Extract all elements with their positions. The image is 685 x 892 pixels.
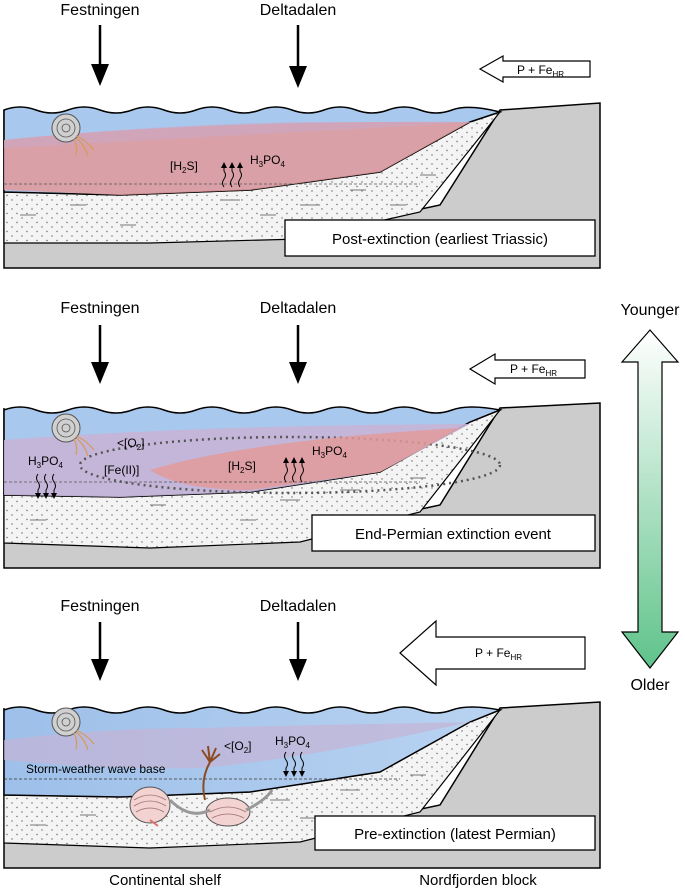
site-label-deltadalen: Deltadalen (260, 300, 337, 317)
mixing-zone (4, 122, 480, 148)
panel-extinction-event: Festningen Deltadalen P + FeHR <[O2] H3P… (3, 300, 601, 569)
svg-text:P + FeHR: P + FeHR (475, 646, 522, 662)
younger-label: Younger (620, 302, 680, 319)
stage-label-bottom: Pre-extinction (latest Permian) (354, 826, 556, 843)
oxygen-label: <[O2] (224, 739, 251, 755)
down-arrow-icon (91, 622, 109, 681)
continental-shelf-label: Continental shelf (109, 872, 222, 889)
fe-ii-boundary (78, 435, 502, 495)
panel-post-extinction: Festningen Deltadalen P + FeHR [H2S] (3, 2, 601, 269)
svg-text:P + FeHR: P + FeHR (517, 63, 564, 79)
site-label-festningen: Festningen (60, 2, 139, 19)
stage-box (314, 815, 596, 851)
down-arrow-icon (91, 325, 109, 384)
sediment-laminae (30, 774, 426, 826)
crinoid-icon (201, 745, 221, 801)
down-arrow-icon (91, 25, 109, 86)
sediment-laminae (30, 477, 426, 521)
downward-burial-arrows (35, 473, 57, 499)
site-label-festningen: Festningen (60, 598, 139, 615)
ammonite-icon (51, 413, 95, 457)
wave-base-label: Storm-weather wave base (26, 762, 166, 776)
age-axis: Younger Older (620, 302, 680, 694)
older-label: Older (630, 677, 670, 694)
down-arrow-icon (289, 25, 307, 88)
ammonite-icon (51, 113, 95, 157)
low-oxygen-zone (4, 722, 480, 769)
phosphate-label: H3PO4 (28, 454, 63, 470)
phosphate-label: H3PO4 (250, 153, 285, 169)
site-label-deltadalen: Deltadalen (260, 598, 337, 615)
upward-release-arrows (221, 162, 243, 188)
site-label-festningen: Festningen (60, 300, 139, 317)
down-arrow-icon (289, 325, 307, 384)
euxinic-zone (150, 428, 460, 490)
phosphate-label: H3PO4 (312, 444, 347, 460)
nutrient-flux-arrow: P + FeHR (468, 352, 586, 386)
flux-label: P + Fe (517, 63, 553, 77)
nordfjorden-block-label: Nordfjorden block (419, 872, 537, 889)
sediment-laminae (20, 174, 436, 226)
h2s-label: [H2S] (228, 459, 256, 475)
svg-text:P + FeHR: P + FeHR (510, 362, 557, 378)
iron-label: [Fe(II)] (104, 463, 139, 477)
stage-label-top: Post-extinction (earliest Triassic) (332, 231, 548, 248)
nutrient-flux-arrow: P + FeHR (478, 54, 591, 84)
upward-release-arrows (283, 457, 305, 483)
phosphate-label: H3PO4 (275, 734, 310, 750)
stage-box (311, 514, 596, 552)
h2s-label: [H2S] (170, 159, 198, 175)
brachiopod-icon (129, 786, 171, 827)
down-arrow-icon (289, 622, 307, 681)
oxygen-label: <[O2] (117, 436, 144, 452)
flux-subscript: HR (552, 70, 564, 79)
double-arrow-icon (620, 329, 680, 669)
stage-box (284, 219, 596, 257)
stage-label-middle: End-Permian extinction event (355, 526, 552, 543)
bivalve-icon (168, 789, 274, 827)
ammonite-icon (51, 707, 95, 751)
panel-pre-extinction: Festningen Deltadalen P + FeHR Storm-wea… (3, 598, 601, 869)
nutrient-flux-arrow: P + FeHR (399, 619, 586, 687)
downward-burial-arrows (283, 751, 305, 777)
site-label-deltadalen: Deltadalen (260, 2, 337, 19)
